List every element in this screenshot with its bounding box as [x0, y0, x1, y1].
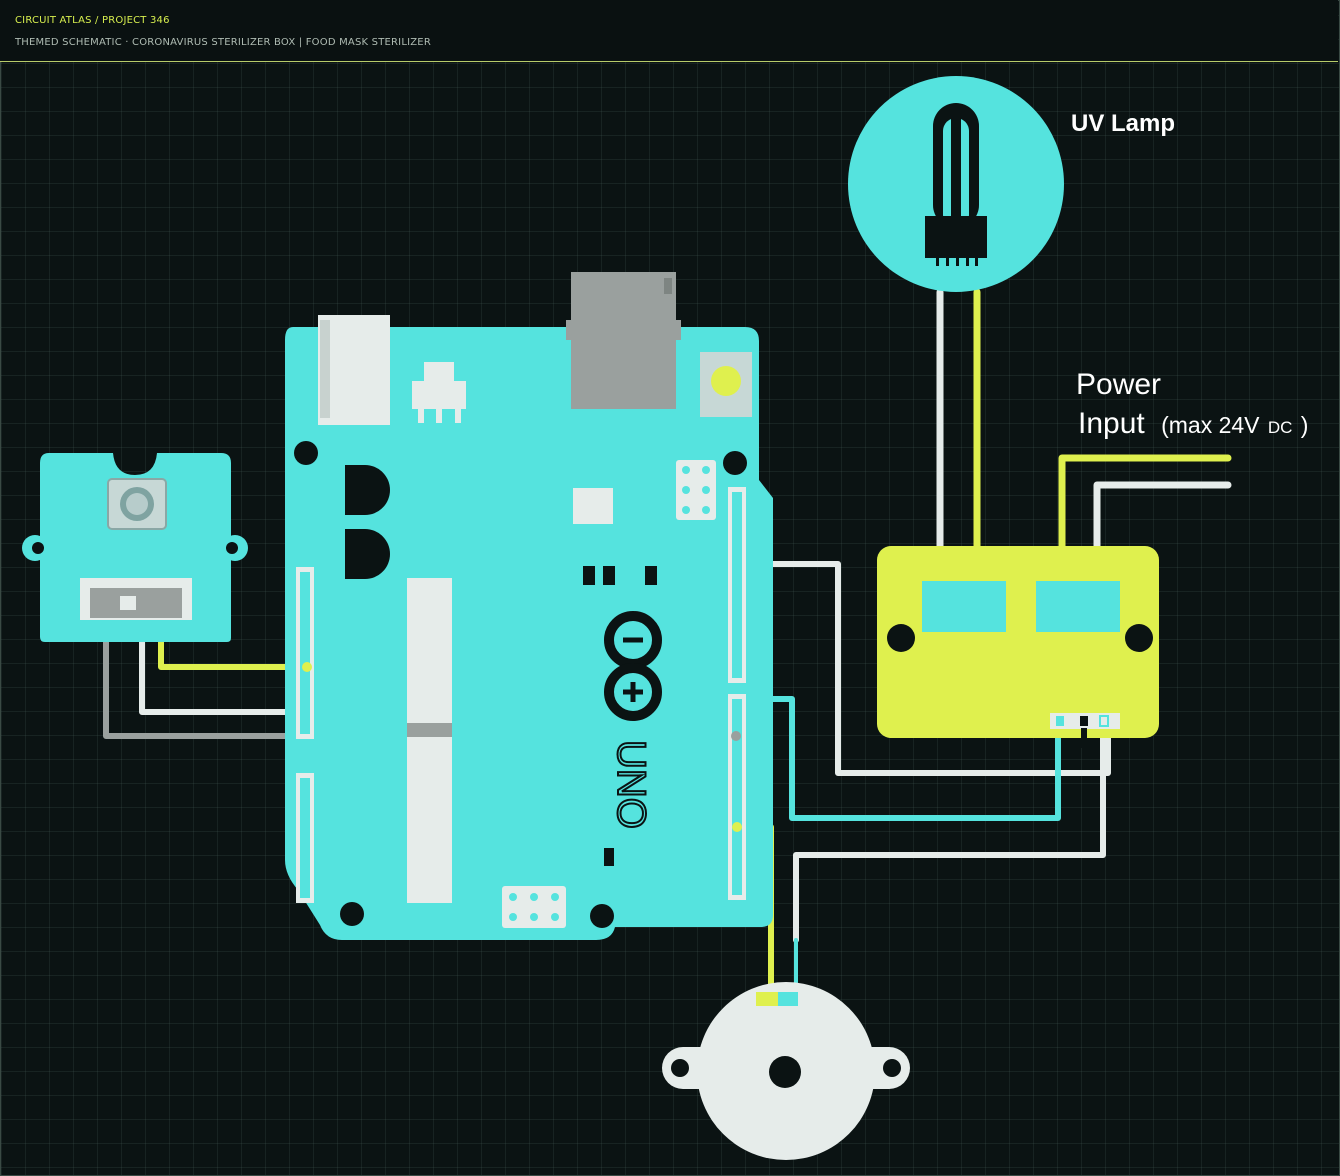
power-input-label-line2: Input	[1078, 407, 1145, 440]
relay-mount-hole-left	[887, 624, 915, 652]
reset-button-icon[interactable]	[700, 352, 752, 417]
capacitors	[345, 465, 390, 579]
arduino-logo-icon	[604, 611, 662, 721]
button-mount-hole-right	[226, 542, 238, 554]
arduino-mount-hole-2	[723, 451, 747, 475]
buzzer[interactable]	[662, 982, 910, 1160]
page-subtitle: THEMED SCHEMATIC · CORONAVIRUS STERILIZE…	[15, 37, 431, 48]
digital-header-top	[728, 487, 746, 683]
push-button-icon[interactable]	[107, 478, 167, 530]
icsp-header	[676, 460, 716, 520]
breadcrumb[interactable]: CIRCUIT ATLAS / PROJECT 346	[15, 15, 170, 26]
button-mount-hole-left	[32, 542, 44, 554]
buzzer-mount-hole-left	[671, 1059, 689, 1077]
button-module[interactable]	[22, 453, 248, 642]
digital-header-bottom	[728, 694, 746, 900]
uv-lamp-label: UV Lamp	[1071, 110, 1175, 137]
header-bar: CIRCUIT ATLAS / PROJECT 346 THEMED SCHEM…	[0, 0, 1338, 62]
arduino-mount-hole-1	[294, 441, 318, 465]
power-input-label-line1: Power	[1076, 368, 1161, 401]
power-input-label: Input (max 24V DC )	[1078, 407, 1308, 440]
arduino-uno-board[interactable]: UNO	[285, 272, 773, 940]
wire-relay-cyan	[757, 696, 1061, 821]
arduino-mount-hole-3	[340, 902, 364, 926]
bottom-icsp	[502, 886, 566, 928]
uv-lamp-tube-icon	[925, 103, 987, 266]
uv-lamp[interactable]	[848, 76, 1064, 292]
relay-channel-2	[1036, 581, 1120, 632]
wire-relay-white-2	[793, 717, 1106, 943]
buzzer-mount-hole-right	[883, 1059, 901, 1077]
button-connector	[80, 578, 192, 620]
analog-header	[296, 773, 314, 903]
buzzer-center-hole	[769, 1056, 801, 1088]
usb-connector-icon	[566, 272, 681, 409]
board-model-label: UNO	[609, 740, 653, 829]
arduino-mount-hole-4	[590, 904, 614, 928]
power-note-sub: DC	[1268, 418, 1293, 437]
relay-channel-1	[922, 581, 1006, 632]
power-header	[296, 567, 314, 739]
wire-power-yellow	[1058, 454, 1232, 550]
relay-module[interactable]	[877, 546, 1159, 748]
wire-power-white	[1093, 481, 1232, 550]
voltage-regulator	[412, 362, 466, 423]
relay-mount-hole-right	[1125, 624, 1153, 652]
power-note-prefix: (max 24V	[1161, 412, 1260, 438]
power-note-suffix: )	[1301, 412, 1309, 438]
wire-relay-white-1	[757, 561, 1111, 776]
atmega-chip	[407, 578, 452, 903]
crystal	[573, 488, 613, 524]
